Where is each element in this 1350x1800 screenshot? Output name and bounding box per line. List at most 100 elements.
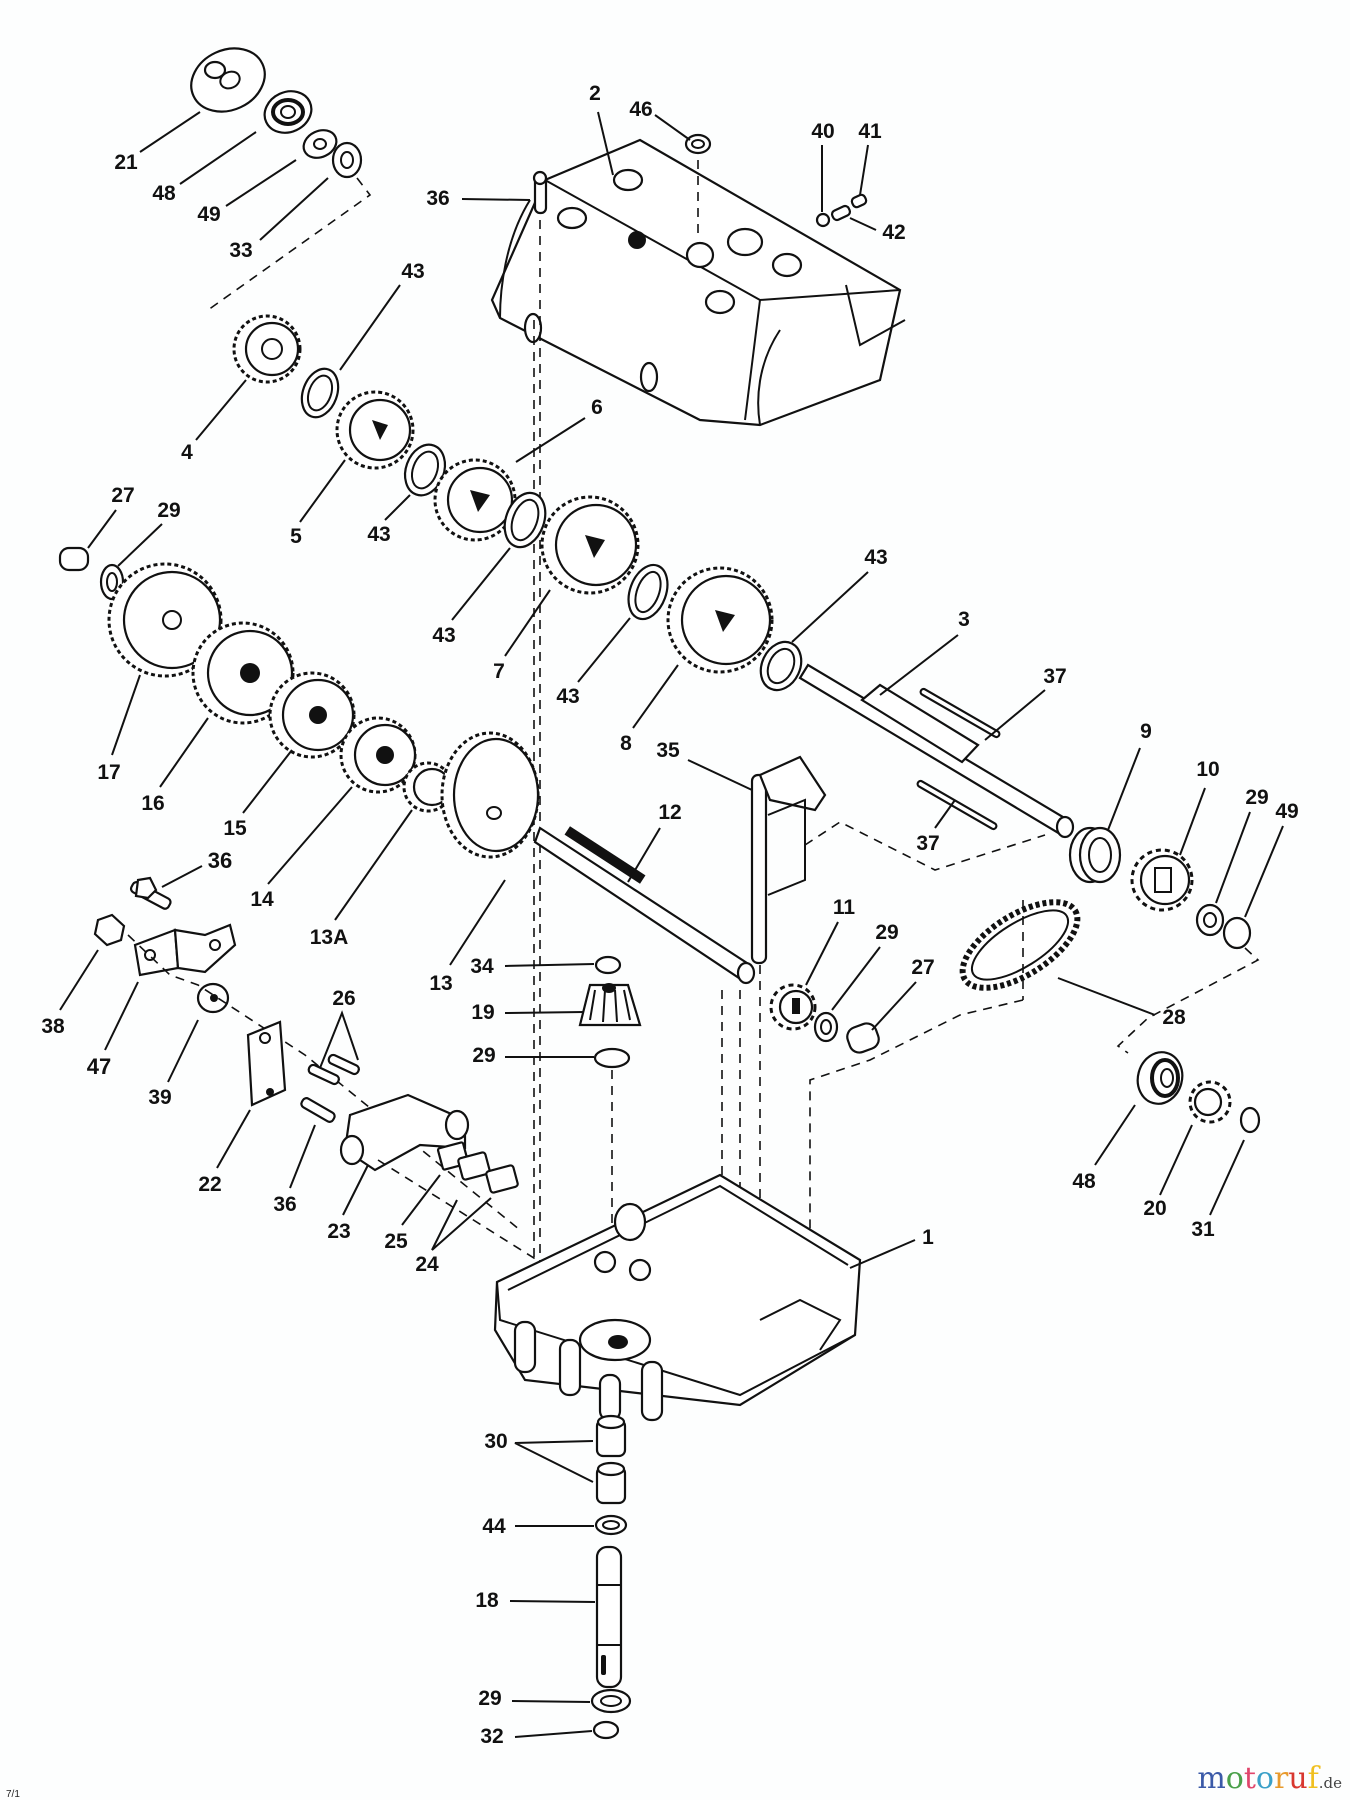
callout-28: 28 [1162,1006,1186,1029]
callout-13A: 13A [309,926,349,949]
callout-24: 24 [415,1253,439,1276]
callout-6: 6 [591,396,603,419]
callout-46: 46 [629,98,653,121]
watermark-suffix: .de [1318,1774,1342,1792]
washer-part-49 [302,129,338,159]
callout-44: 44 [482,1515,506,1538]
bolt-part-36-top [532,170,548,215]
callout-39: 39 [148,1086,172,1109]
nut-part-38 [93,913,126,947]
callout-5: 5 [290,525,302,548]
callout-43: 43 [556,685,580,708]
gear-part-7 [540,495,640,595]
callout-13: 13 [429,972,453,995]
washer-part-43-a [300,367,340,419]
callout-33: 33 [229,239,253,262]
key-part-37-b [916,779,998,831]
callout-34: 34 [470,955,494,978]
gear-part-15 [268,671,356,759]
callout-49: 49 [1275,800,1299,823]
callout-29: 29 [875,921,899,944]
block-part-24-b [485,1164,519,1194]
callout-49: 49 [197,203,221,226]
callout-47: 47 [86,1054,112,1079]
gear-part-13 [440,731,540,859]
oil-seal-part-46 [684,133,712,155]
washer-part-29-mid [813,1011,839,1043]
callout-38: 38 [41,1015,65,1038]
chain-part-28 [959,899,1081,991]
callout-19: 19 [471,1001,495,1024]
callout-10: 10 [1196,758,1220,781]
ball-part-40 [815,212,831,228]
transmission-case-part-1 [493,1173,862,1422]
spring-part-42 [830,204,852,222]
callout-43: 43 [401,260,425,283]
callout-16: 16 [141,792,165,815]
washer-part-29-bottom [590,1688,632,1714]
sprocket-part-11 [769,983,817,1031]
callout-36: 36 [273,1193,297,1216]
callout-30: 30 [484,1430,508,1453]
shaft-part-3 [798,663,1075,839]
callout-42: 42 [882,221,906,244]
gear-part-8 [666,566,774,674]
gear-part-14 [339,716,417,794]
callout-37: 37 [1043,665,1067,688]
retaining-ring-part-32 [592,1720,620,1740]
callout-2: 2 [589,82,601,105]
washer-part-49-right [1222,916,1252,950]
callout-1: 1 [922,1226,934,1249]
ring-part-34 [594,955,622,975]
callout-32: 32 [480,1725,504,1748]
callout-17: 17 [97,761,121,784]
callout-20: 20 [1143,1197,1167,1220]
pins-part-26 [307,1053,360,1086]
bushing-part-27-left [58,546,90,572]
bearing-part-48-right [1136,1051,1184,1105]
plug-part-41 [850,193,868,209]
bolt-part-36-left [129,876,172,910]
callout-7: 7 [493,660,505,683]
callout-29: 29 [157,499,181,522]
callout-29: 29 [472,1044,496,1067]
collar-part-9 [1068,826,1122,884]
sprocket-part-10 [1130,848,1194,912]
callout-14: 14 [250,888,274,911]
callout-22: 22 [198,1173,222,1196]
callout-26: 26 [332,987,356,1010]
callout-8: 8 [620,732,632,755]
callout-48: 48 [1072,1170,1096,1193]
transmission-cover-part-2 [490,138,906,427]
washer-part-33 [331,141,363,179]
callout-9: 9 [1140,720,1152,743]
callout-48: 48 [152,182,176,205]
retaining-ring-part-31 [1239,1106,1261,1134]
plate-part-22 [246,1020,287,1107]
bushing-part-27-mid [846,1022,880,1054]
callout-27: 27 [111,484,135,507]
gear-part-5 [335,390,415,470]
shift-fork-part-35 [750,755,827,965]
block-part-24-a [457,1151,491,1181]
callout-35: 35 [656,739,680,762]
washer-part-43-d [627,563,669,621]
callout-15: 15 [223,817,247,840]
bushing-part-30-b [595,1461,627,1505]
end-cap-part-21 [190,47,266,113]
shaft-part-12 [533,826,756,985]
corner-mark: 7/1 [6,1789,20,1800]
callout-12: 12 [658,801,682,824]
callout-43: 43 [864,546,888,569]
callout-40: 40 [811,120,835,143]
callout-27: 27 [911,956,935,979]
callout-23: 23 [327,1220,351,1243]
seal-part-44 [594,1514,628,1536]
key-part-37-a [919,687,1001,739]
callout-31: 31 [1191,1218,1215,1241]
callout-36: 36 [207,848,233,873]
callout-21: 21 [114,151,138,174]
gear-part-16 [191,621,295,725]
washer-part-43-c [503,491,547,549]
